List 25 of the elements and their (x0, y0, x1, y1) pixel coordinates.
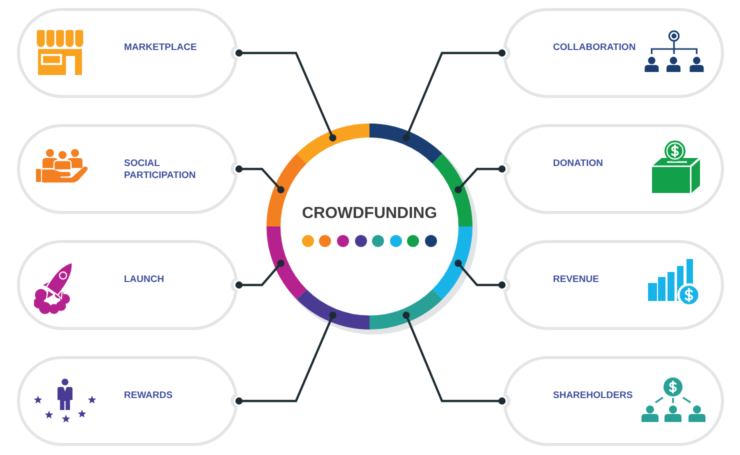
connector-line (235, 312, 336, 405)
connector-line (235, 165, 284, 194)
pill-card (503, 240, 724, 330)
connector-line (235, 260, 284, 289)
category-label: MARKETPLACE (124, 42, 197, 54)
pill-card (17, 124, 238, 214)
category-label: DONATION (553, 158, 603, 170)
category-label: REVENUE (553, 274, 599, 286)
connector-line (402, 49, 506, 142)
pill-card (17, 8, 238, 98)
pill-card (503, 8, 724, 98)
hub-title: CROWDFUNDING (302, 204, 438, 224)
pill-card (17, 240, 238, 330)
pill-card (503, 124, 724, 214)
connector-line (454, 165, 506, 194)
category-label: COLLABORATION (553, 42, 636, 54)
pill-card (503, 356, 724, 446)
category-label: REWARDS (124, 390, 173, 402)
connector-line (402, 312, 506, 405)
category-label: SOCIAL PARTICIPATION (124, 158, 196, 182)
connector-line (454, 260, 506, 289)
connector-line (235, 49, 336, 142)
category-label: LAUNCH (124, 274, 164, 286)
category-label: SHAREHOLDERS (553, 390, 633, 402)
pill-card (17, 356, 238, 446)
